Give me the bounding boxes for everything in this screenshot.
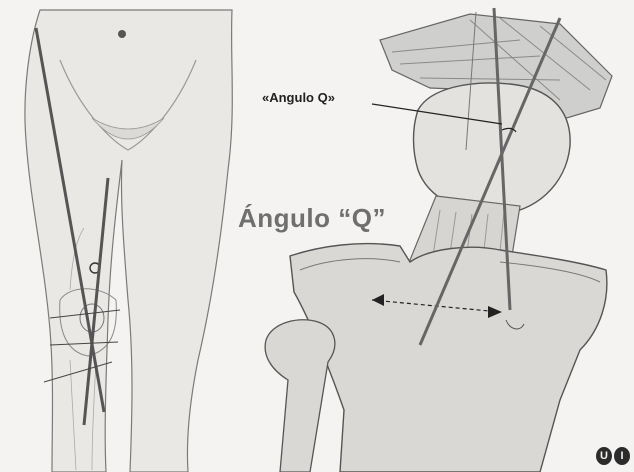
publisher-logo: U I (596, 447, 630, 465)
legs-outline (25, 10, 232, 472)
fibula (265, 320, 335, 472)
q-angle-small-label: «Angulo Q» (262, 90, 335, 105)
navel (118, 30, 126, 38)
patella (414, 83, 571, 214)
logo-mark-i: I (614, 447, 630, 465)
knee-anatomy (265, 14, 612, 472)
body-illustration (25, 10, 232, 472)
logo-mark-u: U (596, 447, 612, 465)
q-angle-title: Ángulo “Q” (238, 203, 386, 234)
